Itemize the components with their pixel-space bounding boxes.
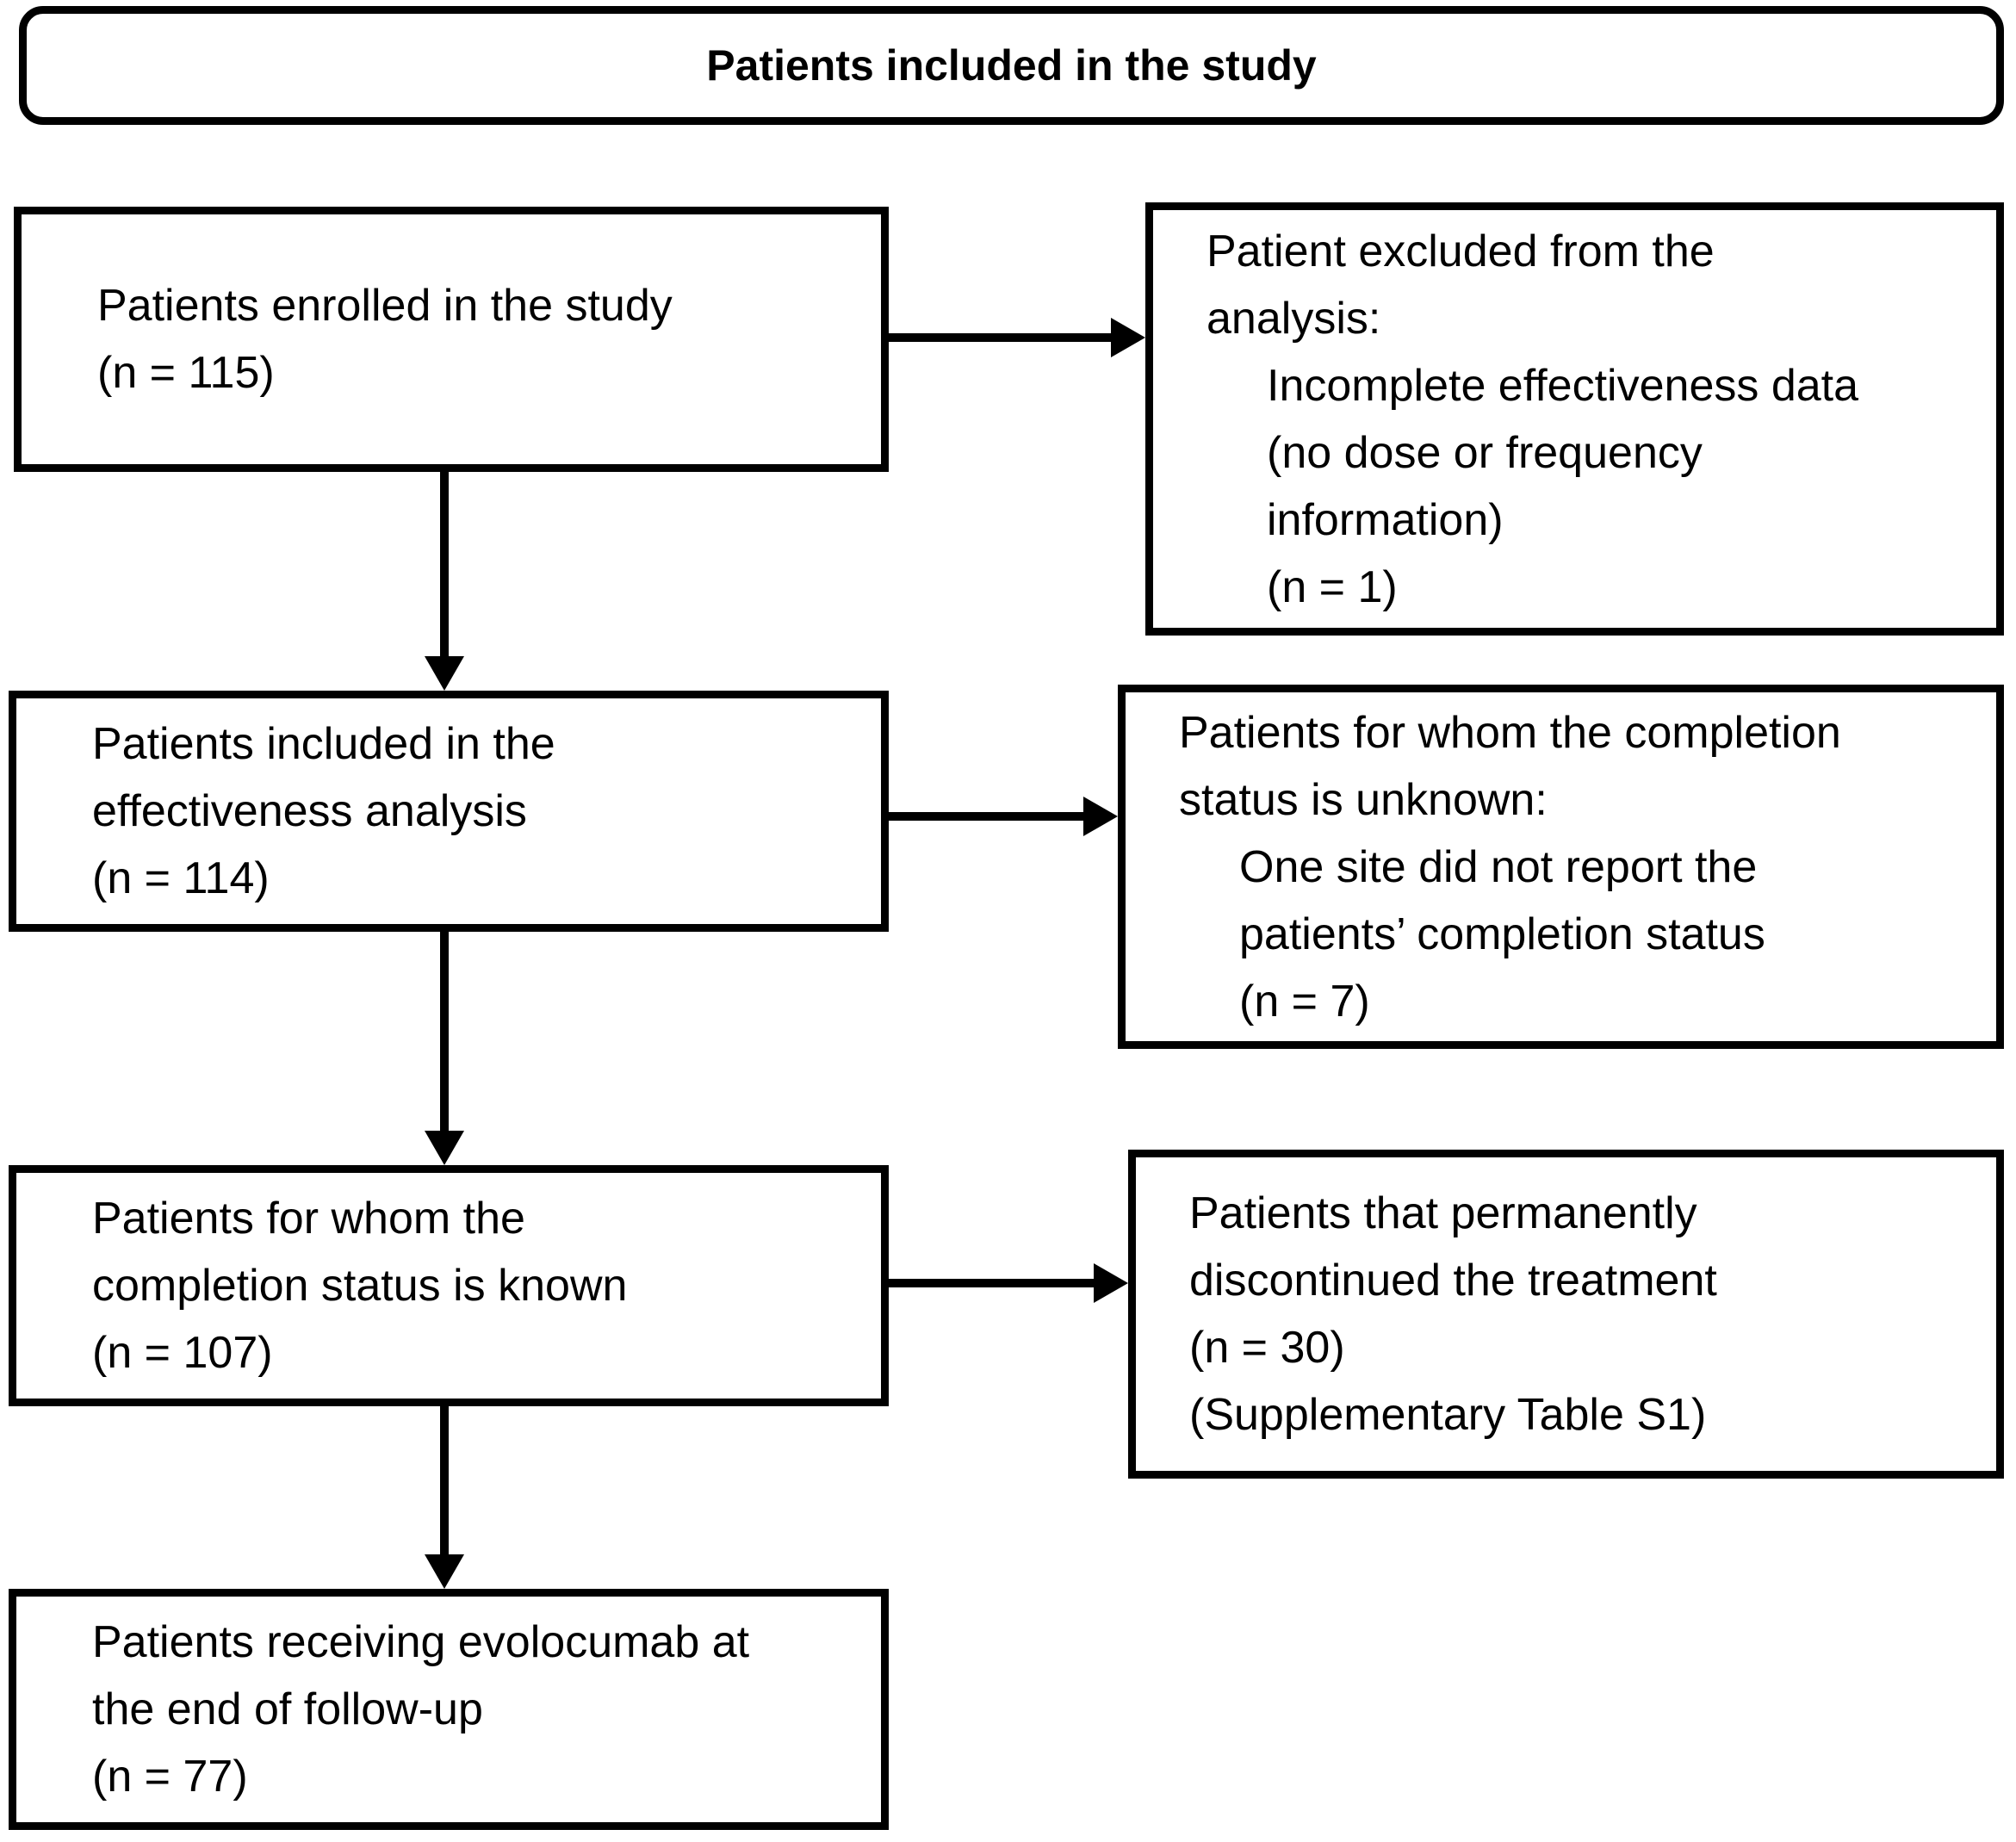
box-excluded-from-analysis: Patient excluded from the analysis: Inco… [1145, 202, 2004, 636]
box-discontinued-line-1: Patients that permanently [1189, 1188, 1697, 1238]
arrowhead-right-icon [1083, 797, 1118, 836]
box-excluded-detail-2: (no dose or frequency [1267, 427, 1703, 478]
box-completion-known-line-3: (n = 107) [92, 1328, 273, 1378]
box-unknown-detail-3: (n = 7) [1239, 976, 1370, 1026]
box-excluded-line-1: Patient excluded from the [1206, 226, 1715, 276]
arrowhead-down-icon [425, 656, 464, 691]
box-effectiveness-analysis: Patients included in the effectiveness a… [9, 691, 889, 932]
arrow-effectiveness-to-unknown [889, 797, 1118, 836]
arrow-effectiveness-to-completion-known [425, 932, 464, 1165]
box-excluded-detail-3: information) [1267, 494, 1504, 545]
arrow-enrolled-to-excluded [889, 318, 1145, 357]
box-end-of-follow-up: Patients receiving evolocumab at the end… [9, 1589, 889, 1830]
arrowhead-down-icon [425, 1131, 464, 1165]
arrowhead-right-icon [1111, 318, 1145, 357]
box-unknown-line-1: Patients for whom the completion [1179, 707, 1841, 758]
box-discontinued-line-2: discontinued the treatment [1189, 1256, 1717, 1306]
box-excluded-detail-4: (n = 1) [1267, 561, 1398, 612]
box-completion-known-line-1: Patients for whom the [92, 1194, 525, 1244]
box-completion-known-line-2: completion status is known [92, 1261, 628, 1311]
box-effectiveness-line-2: effectiveness analysis [92, 786, 527, 836]
box-unknown-detail-1: One site did not report the [1239, 841, 1758, 892]
box-excluded-detail-1: Incomplete effectiveness data [1267, 360, 1859, 411]
title-box: Patients included in the study [19, 6, 2004, 125]
arrowhead-right-icon [1094, 1263, 1128, 1303]
diagram-title: Patients included in the study [706, 41, 1317, 90]
box-discontinued-line-3: (n = 30) [1189, 1323, 1345, 1373]
arrowhead-down-icon [425, 1554, 464, 1589]
arrow-completion-known-to-discontinued [889, 1263, 1128, 1303]
box-enrolled: Patients enrolled in the study (n = 115) [14, 207, 889, 472]
box-discontinued-line-4: (Supplementary Table S1) [1189, 1390, 1707, 1440]
arrow-enrolled-to-effectiveness [425, 472, 464, 691]
box-follow-up-line-1: Patients receiving evolocumab at [92, 1617, 750, 1667]
box-completion-status-known: Patients for whom the completion status … [9, 1165, 889, 1406]
box-enrolled-line-1: Patients enrolled in the study [97, 281, 673, 331]
box-follow-up-line-2: the end of follow-up [92, 1684, 483, 1734]
box-excluded-line-2: analysis: [1206, 293, 1381, 344]
arrow-completion-known-to-follow-up [425, 1406, 464, 1589]
box-discontinued-treatment: Patients that permanently discontinued t… [1128, 1150, 2004, 1479]
box-enrolled-line-2: (n = 115) [97, 348, 275, 398]
box-completion-status-unknown: Patients for whom the completion status … [1118, 685, 2004, 1049]
box-effectiveness-line-3: (n = 114) [92, 853, 270, 903]
box-unknown-detail-2: patients’ completion status [1239, 909, 1765, 959]
box-unknown-line-2: status is unknown: [1179, 774, 1548, 825]
box-follow-up-line-3: (n = 77) [92, 1752, 248, 1802]
box-effectiveness-line-1: Patients included in the [92, 719, 555, 769]
